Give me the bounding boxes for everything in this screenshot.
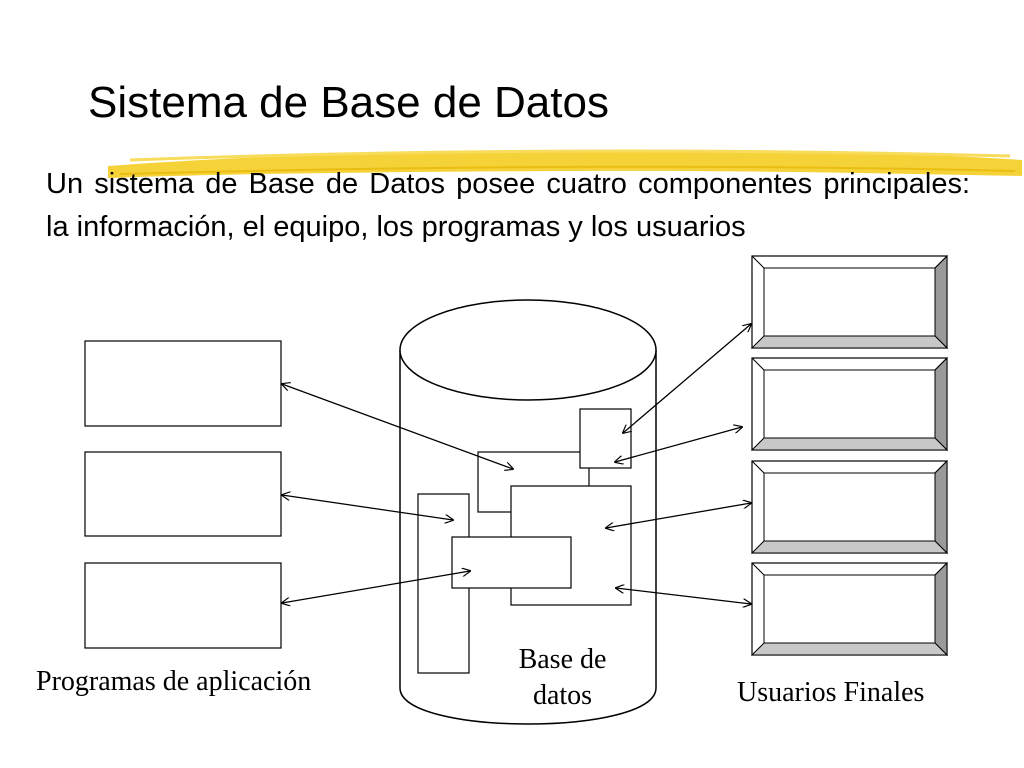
application-box-2 <box>84 451 282 537</box>
user-box-1 <box>750 254 949 350</box>
applications-label: Programas de aplicación <box>36 666 312 697</box>
slide-body-text: Un sistema de Base de Datos posee cuatro… <box>46 168 970 243</box>
application-box-1 <box>84 340 282 427</box>
arrow-db-user1 <box>623 324 751 433</box>
arrow-db-user2 <box>615 427 742 462</box>
arrow-db-user4 <box>616 588 751 604</box>
database-label: Base de datos <box>518 644 607 711</box>
title-highlight-stroke <box>108 149 1022 178</box>
application-box-3 <box>84 562 282 649</box>
user-box-2 <box>750 356 949 452</box>
arrow-db-user3 <box>606 503 751 528</box>
db-component-wide <box>451 536 572 589</box>
slide-title: Sistema de Base de Datos <box>88 78 609 127</box>
user-box-4 <box>750 561 949 657</box>
users-label: Usuarios Finales <box>737 677 925 708</box>
arrow-app3-db <box>282 571 470 603</box>
arrow-app1-db <box>282 384 513 469</box>
user-box-3 <box>750 459 949 555</box>
arrow-app2-db <box>282 495 453 520</box>
